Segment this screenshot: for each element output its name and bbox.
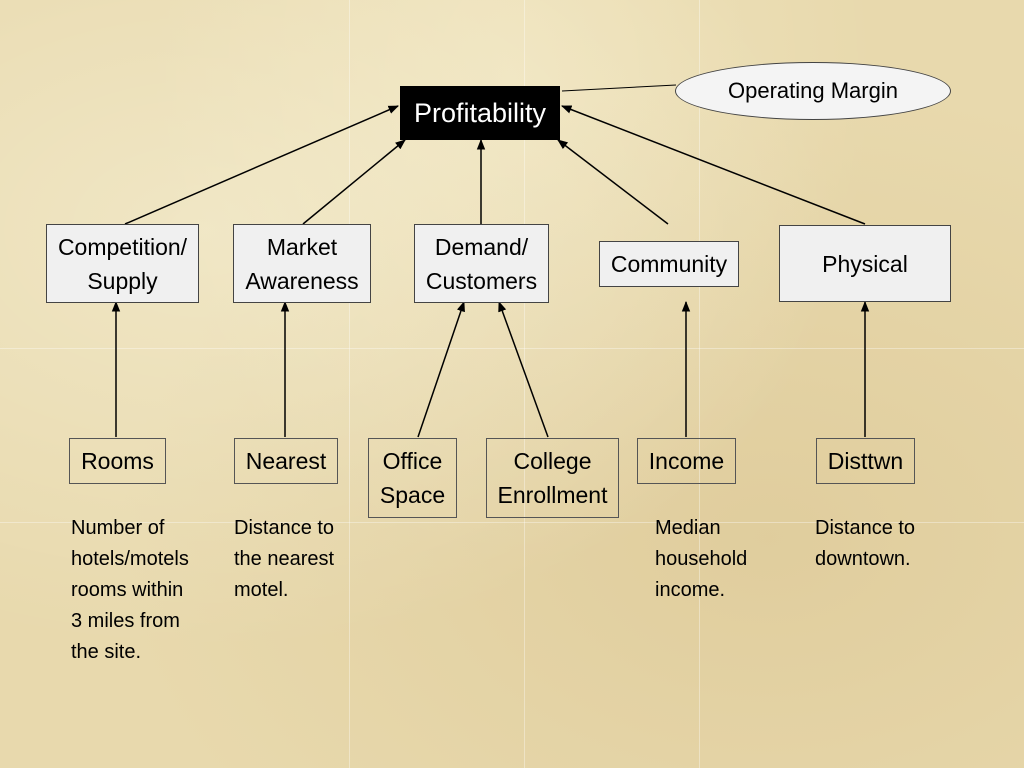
competition-supply-node: Competition/ Supply [46,224,199,303]
link-operating-margin [561,84,677,92]
operating-margin-annotation: Operating Margin [675,62,951,120]
income-node: Income [637,438,736,484]
profitability-node: Profitability [400,86,560,140]
tile-seam [699,0,700,768]
arrow-competition-to-profitability [124,105,399,225]
tile-seam [349,0,350,768]
tile-seam [0,348,1024,349]
arrow-office-to-demand [417,301,465,438]
physical-node: Physical [779,225,951,302]
college-enrollment-node: College Enrollment [486,438,619,518]
rooms-description: Number of hotels/motels rooms within 3 m… [71,517,189,663]
office-space-node: Office Space [368,438,457,518]
market-awareness-node: Market Awareness [233,224,371,303]
tile-seam [524,0,525,768]
nearest-description: Distance to the nearest motel. [234,517,335,601]
disttwn-description: Distance to downtown. [815,517,916,570]
disttwn-node: Disttwn [816,438,915,484]
arrow-college-to-demand [498,301,549,438]
arrow-community-to-profitability [557,139,669,225]
arrow-physical-to-profitability [561,105,866,225]
arrow-awareness-to-profitability [302,139,406,225]
rooms-node: Rooms [69,438,166,484]
community-node: Community [599,241,739,287]
income-description: Median household income. [655,517,748,601]
tile-seam [0,522,1024,523]
nearest-node: Nearest [234,438,338,484]
demand-customers-node: Demand/ Customers [414,224,549,303]
